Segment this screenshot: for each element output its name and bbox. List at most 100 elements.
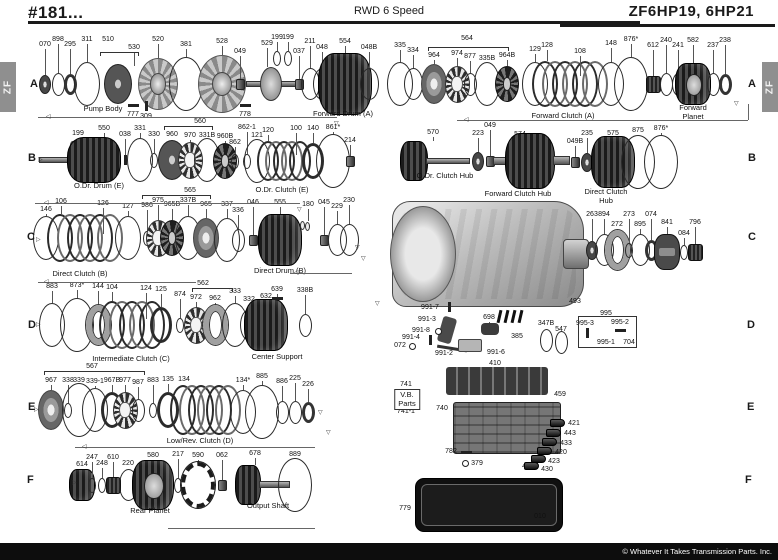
part-shape-885 (245, 385, 279, 439)
leader-line (112, 385, 113, 392)
zf-tab-left: ZF (0, 62, 16, 112)
leader-line (413, 55, 414, 68)
assembly-caption: V.B. Parts (394, 389, 420, 410)
part-label-420: 420 (555, 449, 567, 456)
part-label-220: 220 (122, 460, 134, 467)
bracket-label-562: 562 (197, 280, 209, 287)
part-shape-214 (345, 155, 355, 167)
leader-line (575, 146, 576, 157)
assembly-caption: Intermediate Clutch (C) (92, 354, 170, 363)
part-label-861*: 861* (325, 124, 341, 131)
part-label-991-3: 991-3 (418, 316, 436, 323)
leader-line (684, 238, 685, 245)
part-label-862: 862 (229, 139, 241, 146)
leader-line (240, 56, 241, 79)
part-shape-049B (570, 156, 580, 168)
part-shape (523, 462, 539, 470)
leader-line (172, 209, 173, 220)
part-label-263: 263 (586, 211, 598, 218)
part-label-074: 074 (645, 211, 657, 218)
flow-arrow: ▽ (326, 430, 331, 436)
part-label-199: 199 (282, 34, 294, 41)
part-label-875: 875 (632, 127, 644, 134)
leader-line (215, 303, 216, 305)
part-shape-987 (131, 398, 145, 422)
part-label-995-3: 995-3 (576, 320, 594, 327)
part-label-311: 311 (81, 36, 93, 43)
part-label-381: 381 (180, 41, 192, 48)
bracket (164, 126, 212, 127)
part-label-977: 977 (119, 377, 131, 384)
part-label-309: 309 (140, 113, 152, 121)
flow-arrow: ▽ (375, 301, 380, 307)
part-label-550: 550 (98, 125, 110, 132)
part-shape-528 (198, 55, 246, 113)
part-label-273: 273 (623, 211, 635, 218)
shaft (426, 158, 470, 164)
flange (234, 465, 261, 505)
leader-line (125, 139, 126, 155)
part-label-217: 217 (172, 451, 184, 458)
bracket (44, 371, 144, 372)
part-label-108: 108 (574, 48, 586, 55)
part-shape-964B (495, 66, 519, 102)
flow-arrow: ▷ (72, 480, 77, 486)
part-shape-238 (718, 73, 732, 95)
leader-line (611, 48, 612, 62)
part-shape-309 (144, 101, 148, 111)
assembly-caption: Forward Drum (A) (312, 109, 374, 118)
leader-line (98, 291, 99, 305)
leader-line (324, 207, 325, 235)
leader-line (268, 135, 269, 141)
leader-line (196, 302, 197, 307)
leader-line (310, 46, 311, 68)
part-label-529: 529 (261, 40, 273, 47)
part-shape (446, 367, 548, 395)
flow-line (748, 104, 749, 120)
leader-line (247, 132, 248, 154)
part-shape-330 (150, 152, 158, 168)
part-label-272: 272 (611, 221, 623, 228)
footer-bar: © Whatever It Takes Transmission Parts. … (0, 543, 778, 560)
header-rule-right (560, 24, 775, 27)
bracket-tick (212, 126, 213, 130)
leader-line (313, 133, 314, 143)
part-label-129: 129 (529, 46, 541, 53)
part-label-991-2: 991-2 (435, 350, 453, 357)
part-label-226: 226 (302, 381, 314, 388)
part-shape-555 (258, 214, 302, 266)
leader-line (661, 133, 662, 135)
part-shape (541, 438, 557, 446)
part-shape-974 (444, 65, 470, 103)
assembly-caption: Center Support (251, 352, 303, 361)
part-shape-106 (47, 214, 123, 262)
leader-line (631, 44, 632, 57)
leader-line (52, 291, 53, 303)
part-label-048B: 048B (360, 44, 378, 51)
part-shape-347B (539, 328, 553, 352)
part-label-610: 610 (107, 454, 119, 461)
zf-tab-right: ZF (762, 62, 778, 112)
part-shape-612 (645, 75, 661, 93)
flow-arrow: ▽ (361, 256, 366, 262)
bracket-tick (210, 195, 211, 199)
part-shape-874 (176, 317, 184, 333)
part-shape-230 (339, 224, 359, 256)
part-label-247: 247 (86, 454, 98, 461)
leader-line (253, 207, 254, 235)
part-shape-967 (38, 390, 64, 430)
leader-line (433, 137, 434, 141)
part-label-582: 582 (687, 37, 699, 44)
drum (67, 137, 121, 183)
part-label-237: 237 (707, 42, 719, 49)
part-shape-964 (421, 64, 447, 104)
leader-line (640, 229, 641, 234)
catalog-number: #181... (28, 3, 84, 22)
part-label-146: 146 (40, 206, 52, 213)
leader-line (267, 48, 268, 67)
part-label-987: 987 (132, 379, 144, 386)
part-label-975: 975 (152, 197, 164, 204)
leader-line (45, 49, 46, 75)
part-label-335B: 335B (478, 55, 496, 62)
